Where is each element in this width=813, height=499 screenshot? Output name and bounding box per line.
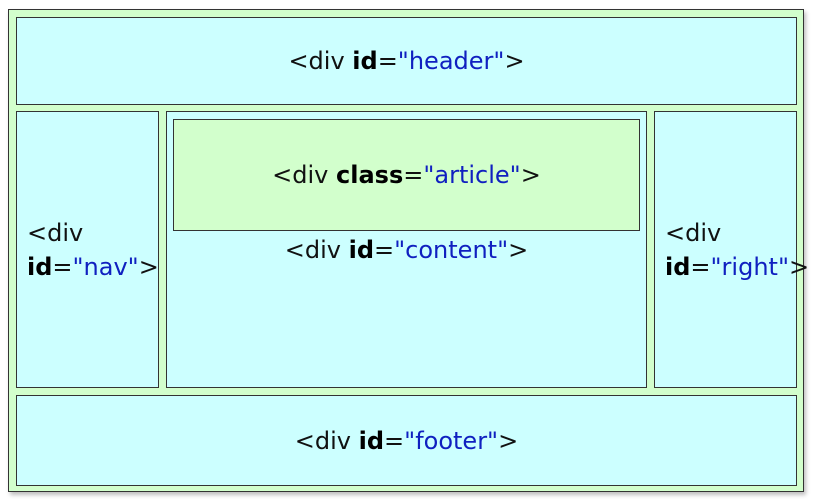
right-value: "right" xyxy=(710,252,789,281)
content-tag-close: > xyxy=(508,236,529,264)
header-tag-open: <div xyxy=(288,47,353,75)
nav-box: <div id="nav"> xyxy=(16,111,159,388)
footer-box: <div id="footer"> xyxy=(16,395,797,486)
header-eq: = xyxy=(377,47,398,75)
article-attr: class xyxy=(336,161,404,189)
content-tag-open: <div xyxy=(284,236,349,264)
right-eq: = xyxy=(690,252,711,281)
article-tag-open: <div xyxy=(272,161,337,189)
content-attr: id xyxy=(348,236,375,264)
article-tag-close: > xyxy=(520,161,541,189)
header-tag-close: > xyxy=(504,47,525,75)
right-box: <div id="right"> xyxy=(654,111,809,388)
header-label: <div id="header"> xyxy=(288,47,524,75)
article-box: <div class="article"> xyxy=(173,119,640,231)
header-box: <div id="header"> xyxy=(16,17,797,105)
content-label: <div id="content"> xyxy=(167,236,646,264)
footer-label: <div id="footer"> xyxy=(295,427,518,455)
footer-tag-close: > xyxy=(498,426,519,455)
nav-label: <div id="nav"> xyxy=(27,216,159,284)
footer-value: "footer" xyxy=(404,426,499,455)
footer-eq: = xyxy=(384,426,405,455)
right-tag-open: <div xyxy=(665,218,722,247)
right-label: <div id="right"> xyxy=(665,216,809,284)
header-attr: id xyxy=(352,47,378,75)
nav-value: "nav" xyxy=(72,252,139,281)
header-value: "header" xyxy=(397,47,505,75)
article-eq: = xyxy=(403,161,424,189)
content-value: "content" xyxy=(394,236,509,264)
nav-tag-open: <div xyxy=(27,218,84,247)
footer-tag-open: <div xyxy=(294,426,359,455)
nav-attr: id xyxy=(27,252,53,281)
footer-attr: id xyxy=(358,426,385,455)
right-attr: id xyxy=(665,252,691,281)
nav-tag-close: > xyxy=(138,252,159,281)
nav-eq: = xyxy=(52,252,73,281)
article-label: <div class="article"> xyxy=(272,161,541,189)
article-value: "article" xyxy=(423,161,521,189)
right-tag-close: > xyxy=(788,252,810,281)
content-eq: = xyxy=(374,236,395,264)
